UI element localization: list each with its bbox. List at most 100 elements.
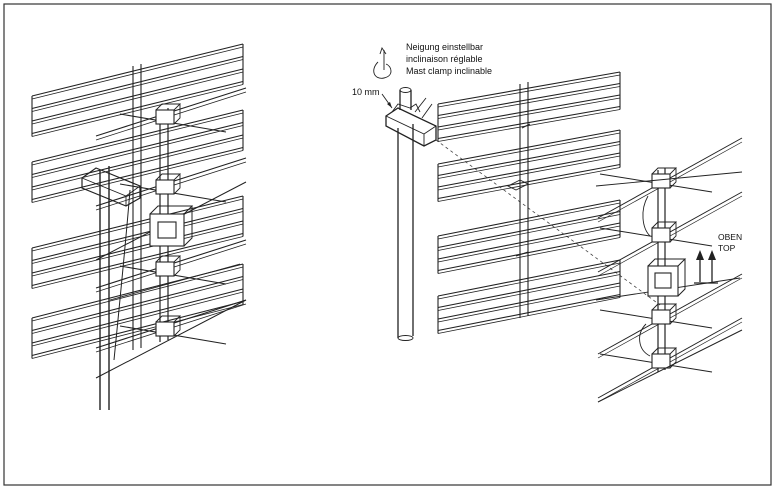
outer-border [3, 3, 772, 486]
reflector-bar [31, 288, 244, 344]
dipole-element [597, 329, 743, 403]
reflector-bar-edge [437, 202, 621, 240]
reflector-bar-edge [437, 132, 621, 168]
reflector-bar-edge [437, 262, 621, 300]
reflector-bar-edge [31, 223, 244, 277]
reflector-bar-edge [437, 274, 621, 311]
reflector-bar-edge [437, 86, 621, 119]
cable [642, 195, 651, 237]
tilt-label-fr: inclinaison réglable [406, 54, 483, 64]
balun-box-edge [149, 205, 194, 247]
reflector-bar-edge [31, 304, 244, 359]
balun-connector [654, 272, 672, 289]
reflector-bar [437, 222, 621, 260]
rod-bracket [506, 179, 530, 191]
reflector-bar-edge [437, 155, 621, 191]
reflector-bar [437, 163, 621, 200]
dipole-clamp-edge [155, 315, 182, 337]
dipole-element [109, 263, 241, 301]
dipole-boom-assembly [595, 137, 743, 403]
reflector-bar-edge [31, 198, 244, 252]
reflector-bar-edge [437, 167, 621, 202]
reflector-bar [437, 129, 621, 165]
reflector-bar [31, 146, 244, 201]
rod-bracket [515, 251, 529, 257]
reflector-bar-edge [31, 112, 244, 166]
reflector-bar [437, 259, 621, 297]
reflector-bar [437, 199, 621, 237]
reflector-bar-edge [31, 211, 244, 264]
reflector-bar [31, 121, 244, 176]
measure-label: 10 mm [352, 87, 380, 97]
reflector-bar [31, 55, 244, 110]
reflector-bar-edge [437, 214, 621, 251]
reflector-bar [31, 232, 244, 287]
reflector-bar [437, 282, 621, 320]
dipole-clamp [651, 173, 671, 189]
reflector-bar-edge [437, 144, 621, 179]
dipole-clamp-edge [651, 303, 678, 325]
reflector-bar-edge [437, 74, 621, 108]
dipole-clamp [155, 179, 175, 195]
reflector-bar [437, 71, 621, 105]
balun-connector [157, 221, 177, 239]
dipole-clamp [155, 109, 175, 125]
reflector-bar-edge [437, 285, 621, 323]
reflector-bar-edge [437, 237, 621, 274]
reflector-bar [437, 94, 621, 128]
tilt-label-en: Mast clamp inclinable [406, 66, 492, 76]
dipole-clamp-edge [651, 347, 678, 369]
top-label-de: OBEN [718, 232, 742, 242]
reflector-bar [31, 195, 244, 249]
rod-bracket [521, 123, 531, 129]
dipole-clamp-edge [155, 173, 182, 195]
cable [639, 323, 651, 357]
assembled-antenna [31, 43, 247, 410]
reflector-bar-edge [31, 71, 244, 125]
dipole-element [95, 299, 247, 379]
reflector-bar-edge [437, 109, 621, 142]
dipole-clamp [155, 261, 175, 277]
reflector-bar [437, 140, 621, 177]
reflector-panel [437, 71, 621, 334]
reflector-bar-edge [31, 150, 244, 203]
dipole-clamp [651, 309, 671, 325]
reflector-bar [31, 134, 244, 188]
reflector-bar-edge [31, 59, 244, 112]
cable [113, 189, 131, 361]
reflector-bar-edge [31, 279, 244, 334]
top-label-en: TOP [718, 243, 736, 253]
mast-clamp [81, 167, 141, 207]
reflector-bar-edge [31, 137, 244, 191]
dipole-element [595, 171, 743, 187]
dipole-clamp-edge [651, 221, 678, 243]
mast-with-clamp [373, 46, 661, 341]
reflector-bar-edge [31, 84, 244, 137]
dipole-clamp [651, 353, 671, 369]
reflector-bar [31, 68, 244, 122]
reflector-bar-edge [31, 125, 244, 178]
tilt-rotation-icon [373, 46, 392, 79]
reflector-bar-edge [31, 266, 244, 322]
reflector-bar [437, 233, 621, 272]
reflector-bar [31, 220, 244, 274]
reflector-bar-edge [437, 97, 621, 131]
double-up-arrow-icon [694, 250, 718, 284]
reflector-bar [437, 270, 621, 309]
reflector-bar [437, 210, 621, 249]
reflector-bar-edge [31, 236, 244, 289]
dipole-clamp-edge [155, 103, 182, 125]
reflector-bar [437, 293, 621, 332]
dipole-clamp [155, 321, 175, 337]
reflector-bar [31, 275, 244, 332]
reflector-bar [437, 152, 621, 188]
reflector-bar-edge [437, 225, 621, 263]
dipole-clamp-edge [651, 167, 678, 189]
reflector-support-rod [519, 82, 529, 318]
reflector-support-rod [132, 64, 142, 350]
reflector-bar-edge [31, 46, 244, 100]
dipole-clamp-edge [155, 255, 182, 277]
reflector-bar [437, 82, 621, 117]
